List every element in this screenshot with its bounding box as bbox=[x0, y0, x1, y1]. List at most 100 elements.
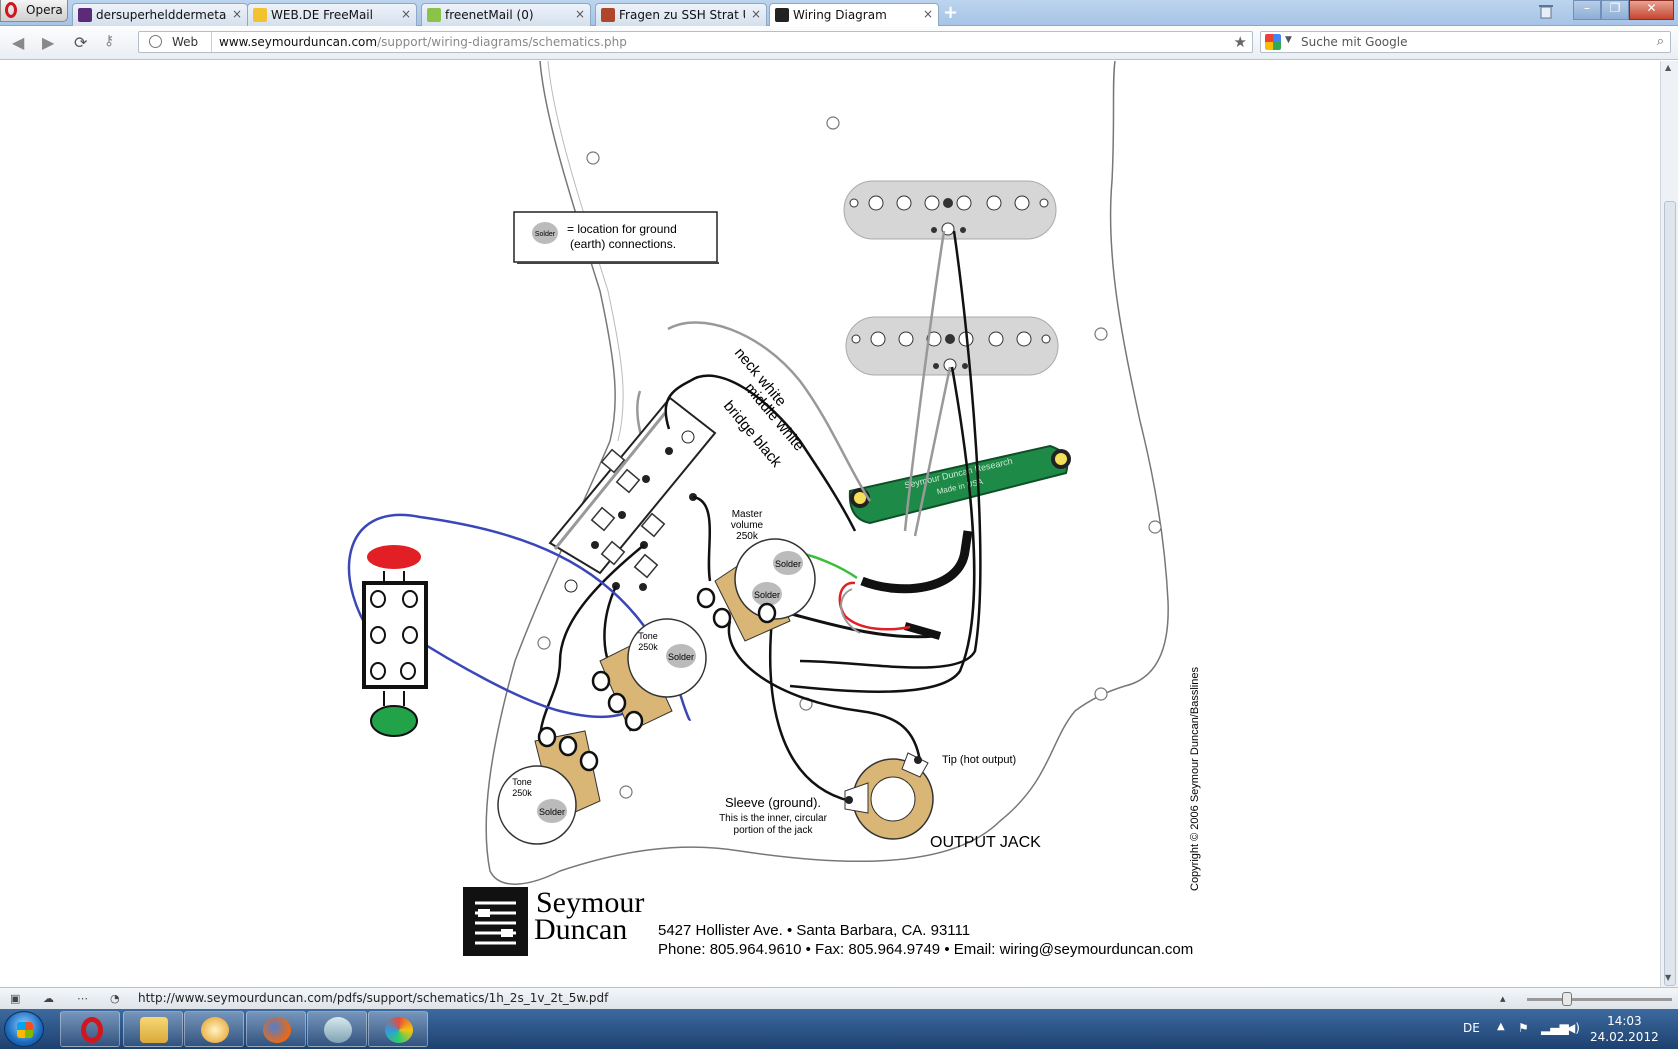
tab-freenetmail[interactable]: freenetMail (0) × bbox=[421, 3, 591, 26]
volume-solder-label-2: Solder bbox=[754, 590, 780, 600]
windows-taskbar: DE ▲ ⚑ ▂▄▆ ◀) 14:03 24.02.2012 bbox=[0, 1009, 1678, 1049]
tab-favicon-icon bbox=[427, 8, 441, 22]
tab-close-icon[interactable]: × bbox=[574, 7, 585, 21]
trash-icon[interactable] bbox=[1539, 4, 1553, 19]
new-tab-button[interactable]: + bbox=[943, 2, 959, 23]
seymour-duncan-logo bbox=[463, 887, 528, 956]
share-icon[interactable]: ⋯ bbox=[77, 992, 88, 1005]
speed-dial-icon[interactable]: ◔ bbox=[110, 992, 120, 1005]
tab-label: Wiring Diagram bbox=[793, 8, 887, 22]
opera-menu-button[interactable]: Opera bbox=[0, 0, 68, 22]
sleeve-label-2: This is the inner, circular bbox=[719, 813, 827, 824]
clock-date: 24.02.2012 bbox=[1590, 1030, 1659, 1044]
start-button[interactable] bbox=[4, 1011, 44, 1047]
tone2-label-1: Tone bbox=[512, 777, 532, 787]
vertical-scrollbar[interactable]: ▲ ▼ bbox=[1660, 61, 1678, 987]
output-jack bbox=[844, 752, 934, 840]
language-indicator[interactable]: DE bbox=[1463, 1021, 1480, 1035]
windows-logo-icon bbox=[17, 1022, 33, 1038]
wiring-diagram: Solder = location for ground (earth) con… bbox=[347, 61, 1201, 958]
tab-favicon-icon bbox=[78, 8, 92, 22]
taskbar-explorer[interactable] bbox=[123, 1011, 183, 1047]
humbucker-cable bbox=[860, 530, 973, 594]
tone1-label-1: Tone bbox=[638, 631, 658, 641]
pickguard-screws bbox=[537, 116, 1162, 799]
pickguard-outline bbox=[485, 61, 1169, 885]
back-icon[interactable]: ◀ bbox=[12, 33, 25, 52]
clock-time: 14:03 bbox=[1607, 1014, 1642, 1028]
search-engine-dropdown-icon[interactable]: ▼ bbox=[1285, 35, 1292, 45]
tab-dersuperheld[interactable]: dersuperhelddermetal... × bbox=[72, 3, 248, 26]
tab-favicon-icon bbox=[253, 8, 267, 22]
zoom-up-icon[interactable]: ▴ bbox=[1500, 992, 1506, 1005]
key-icon[interactable]: ⚷ bbox=[104, 33, 115, 49]
scroll-up-icon[interactable]: ▲ bbox=[1665, 63, 1672, 72]
search-icon[interactable]: ⌕ bbox=[1656, 34, 1664, 49]
address-field[interactable]: Web www.seymourduncan.com/support/wiring… bbox=[138, 31, 1253, 53]
zoom-slider-knob[interactable] bbox=[1562, 992, 1572, 1006]
tab-label: Fragen zu SSH Strat U... bbox=[619, 8, 745, 22]
network-signal-icon[interactable]: ▂▄▆ bbox=[1541, 1021, 1569, 1035]
opera-menu-label: Opera bbox=[26, 3, 63, 17]
zoom-slider-track[interactable] bbox=[1527, 998, 1672, 1001]
tab-label: dersuperhelddermetal... bbox=[96, 8, 226, 22]
taskbar-paint[interactable] bbox=[368, 1011, 428, 1047]
tab-favicon-icon bbox=[775, 8, 789, 22]
taskbar-media-player[interactable] bbox=[184, 1011, 244, 1047]
pickguard-inner-outline bbox=[547, 61, 624, 442]
panel-toggle-icon[interactable]: ▣ bbox=[10, 992, 21, 1005]
tab-close-icon[interactable]: × bbox=[231, 7, 242, 21]
bookmark-star-icon[interactable]: ★ bbox=[1233, 33, 1247, 51]
taskbar-opera[interactable] bbox=[60, 1011, 120, 1047]
scroll-down-icon[interactable]: ▼ bbox=[1665, 973, 1672, 982]
media-player-icon bbox=[201, 1017, 229, 1043]
google-icon[interactable] bbox=[1265, 34, 1281, 50]
search-field[interactable]: ▼ Suche mit Google ⌕ bbox=[1260, 31, 1671, 53]
action-center-flag-icon[interactable]: ⚑ bbox=[1518, 1021, 1529, 1035]
close-window-button[interactable]: ✕ bbox=[1629, 0, 1674, 20]
search-placeholder: Suche mit Google bbox=[1301, 35, 1408, 49]
system-clock[interactable]: 14:03 24.02.2012 bbox=[1590, 1013, 1659, 1045]
output-jack-label: OUTPUT JACK bbox=[930, 834, 1041, 851]
tab-label: WEB.DE FreeMail bbox=[271, 8, 373, 22]
tab-wiring-diagram[interactable]: Wiring Diagram × bbox=[769, 3, 939, 27]
middle-single-coil-pickup bbox=[845, 316, 1059, 376]
tab-label: freenetMail (0) bbox=[445, 8, 534, 22]
legend-line-1: = location for ground bbox=[567, 222, 677, 236]
five-way-switch bbox=[548, 396, 717, 593]
cloud-icon[interactable]: ☁ bbox=[43, 992, 54, 1005]
cable-end bbox=[903, 622, 942, 640]
brand-name-line-1: Seymour bbox=[536, 886, 644, 919]
tone2-label-2: 250k bbox=[512, 788, 532, 798]
tab-webde[interactable]: WEB.DE FreeMail × bbox=[247, 3, 417, 26]
legend-solder-label: Solder bbox=[535, 231, 556, 238]
tab-close-icon[interactable]: × bbox=[750, 7, 761, 21]
tab-fragen-ssh[interactable]: Fragen zu SSH Strat U... × bbox=[595, 3, 767, 26]
restore-button[interactable]: ❐ bbox=[1601, 0, 1629, 20]
master-volume-label-2: volume bbox=[731, 520, 764, 531]
address-toolbar: ◀ ▶ ⟳ ⚷ Web www.seymourduncan.com/suppor… bbox=[0, 26, 1678, 60]
volume-icon[interactable]: ◀) bbox=[1566, 1021, 1580, 1035]
tone1-solder-label: Solder bbox=[668, 652, 694, 662]
master-volume-label-1: Master bbox=[732, 509, 763, 520]
company-contact: Phone: 805.964.9610 • Fax: 805.964.9749 … bbox=[658, 941, 1193, 958]
legend-line-2: (earth) connections. bbox=[570, 237, 676, 251]
tab-close-icon[interactable]: × bbox=[400, 7, 411, 21]
tab-favicon-icon bbox=[601, 8, 615, 22]
url-path: /support/wiring-diagrams/schematics.php bbox=[377, 35, 627, 49]
scrollbar-thumb[interactable] bbox=[1664, 201, 1676, 986]
volume-solder-label: Solder bbox=[775, 559, 801, 569]
status-link-url: http://www.seymourduncan.com/pdfs/suppor… bbox=[138, 991, 609, 1005]
reload-icon[interactable]: ⟳ bbox=[74, 33, 88, 52]
tray-expand-icon[interactable]: ▲ bbox=[1497, 1021, 1505, 1032]
taskbar-network-app[interactable] bbox=[307, 1011, 367, 1047]
forward-icon[interactable]: ▶ bbox=[42, 33, 55, 52]
minimize-button[interactable]: – bbox=[1573, 0, 1601, 20]
taskbar-firefox[interactable] bbox=[246, 1011, 306, 1047]
tone2-solder-label: Solder bbox=[539, 807, 565, 817]
tab-close-icon[interactable]: × bbox=[922, 7, 933, 21]
address-url[interactable]: www.seymourduncan.com/support/wiring-dia… bbox=[219, 35, 627, 49]
folder-icon bbox=[140, 1017, 168, 1043]
tone1-label-2: 250k bbox=[638, 642, 658, 652]
url-host: www.seymourduncan.com bbox=[219, 35, 378, 49]
